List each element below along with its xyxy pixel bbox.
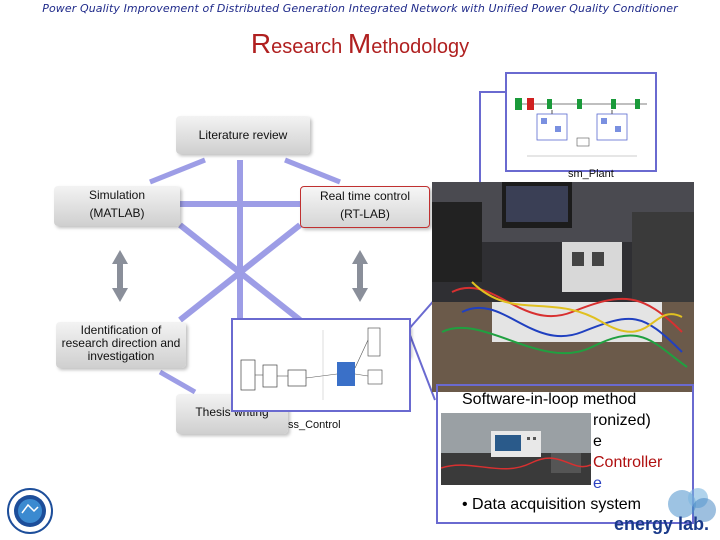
identification-label-1: Identification of (80, 323, 162, 337)
realtime-control-box: Real time control (RT-LAB) (300, 186, 430, 228)
bullets-frame (436, 384, 694, 524)
simulation-box: Simulation (MATLAB) (54, 186, 180, 226)
ss-control-diagram-panel (231, 318, 411, 412)
bullet-line-1: Software-in-loop method (462, 391, 637, 408)
arrow-cross-2 (178, 222, 302, 323)
page-title: Research Methodology (0, 28, 720, 60)
arrow-ident-to-thesis (158, 369, 197, 395)
bullet-line-6: • Data acquisition system (462, 496, 642, 513)
arrow-lit-to-rtc (284, 157, 341, 185)
sm-plant-label: sm_Plant (568, 168, 614, 180)
realtime-control-label: Real time control (319, 189, 411, 203)
oscilloscope-illustration (441, 413, 591, 485)
gray-arrow-left (112, 250, 128, 302)
arrow-lit-to-sim (149, 157, 206, 185)
sm-plant-diagram (507, 74, 655, 170)
identification-box: Identification of research direction and… (56, 322, 186, 368)
title-rest-methodology: ethodology (371, 36, 470, 58)
lab-hardware-photo (432, 182, 694, 392)
literature-review-label: Literature review (198, 128, 288, 142)
title-letter-m: M (347, 28, 372, 59)
bullet-list: Software-in-loop method ronized) e Contr… (462, 389, 662, 515)
ss-control-diagram (233, 320, 409, 410)
callout-control (407, 329, 436, 401)
title-letter-r: R (250, 28, 272, 59)
dit-logo-graphic (7, 488, 53, 534)
literature-review-box: Literature review (176, 116, 310, 154)
identification-label-2: research direction and (61, 336, 181, 350)
realtime-control-tool-label: (RT-LAB) (340, 207, 390, 221)
title-rest-research: esearch (271, 36, 348, 58)
bullet-line-3: e (593, 433, 602, 450)
simulation-label: Simulation (88, 188, 146, 202)
energy-lab-graphic: energy lab. (614, 488, 716, 534)
oscilloscope-photo (441, 413, 591, 485)
energy-lab-logo: energy lab. (604, 484, 720, 540)
gray-arrow-right (352, 250, 368, 302)
ss-control-label: ss_Control (288, 419, 341, 431)
dit-logo (6, 487, 54, 535)
bullet-line-5: e (593, 475, 602, 492)
sm-plant-diagram-panel (505, 72, 657, 172)
simulation-tool-label: (MATLAB) (89, 206, 145, 220)
header-title: Power Quality Improvement of Distributed… (42, 2, 678, 15)
energy-lab-text: energy lab. (614, 514, 709, 534)
identification-label-3: investigation (87, 349, 155, 363)
lab-photo-illustration (432, 182, 694, 392)
bullet-line-2: ronized) (593, 412, 651, 429)
bullet-line-4: Controller (593, 454, 663, 471)
